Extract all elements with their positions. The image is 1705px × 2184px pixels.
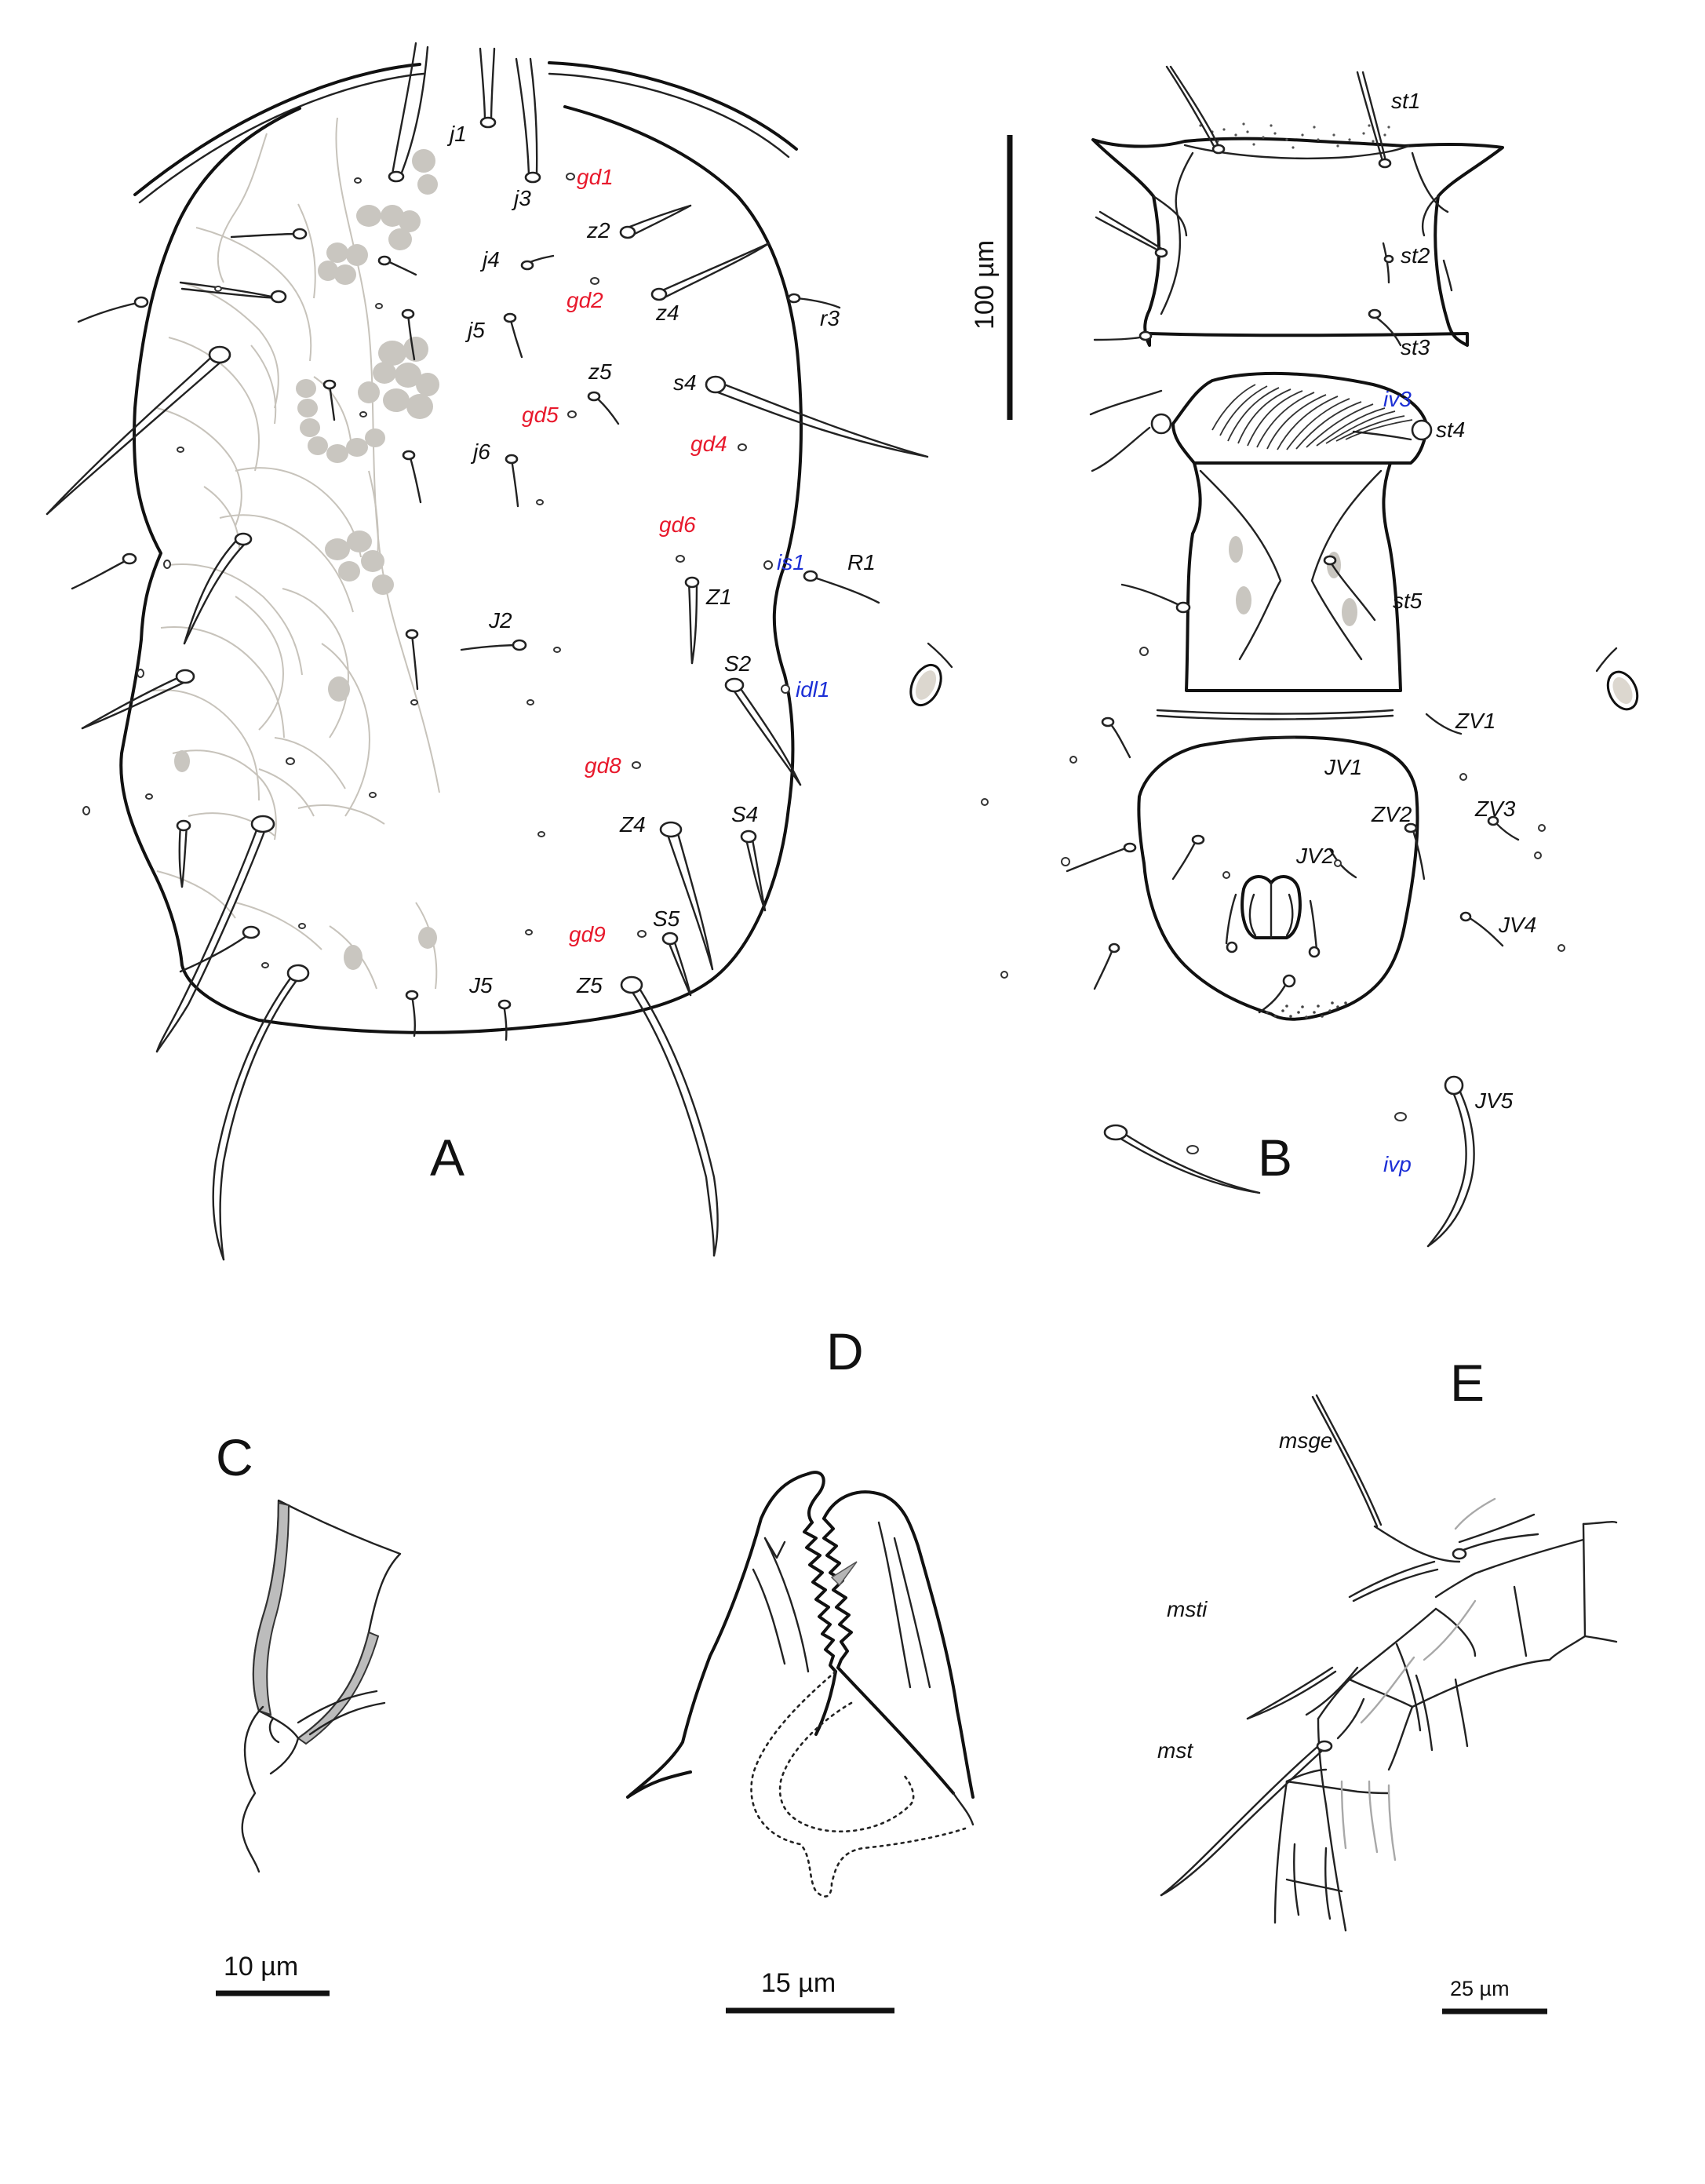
label-msge: msge bbox=[1279, 1428, 1332, 1453]
scale-label-15um: 15 µm bbox=[761, 1968, 836, 1998]
label-j3: j3 bbox=[511, 186, 531, 210]
label-z5: z5 bbox=[588, 359, 612, 384]
label-gd4: gd4 bbox=[690, 432, 727, 456]
label-j5: j5 bbox=[465, 318, 485, 342]
label-st4: st4 bbox=[1436, 417, 1465, 442]
label-Z1: Z1 bbox=[705, 585, 732, 609]
panel-b-labels: st1 st2 st3 iv3 st4 st5 ZV1 JV1 ZV2 ZV3 … bbox=[1295, 89, 1536, 1176]
reticulation-pattern bbox=[152, 117, 440, 990]
panel-label-e: E bbox=[1450, 1354, 1485, 1412]
label-JV4: JV4 bbox=[1498, 913, 1536, 937]
panel-c-structure: C 10 µm bbox=[216, 1428, 402, 1996]
dorsal-pores bbox=[82, 173, 790, 968]
label-r3: r3 bbox=[820, 306, 840, 330]
label-Z5: Z5 bbox=[576, 973, 603, 997]
label-JV5: JV5 bbox=[1474, 1088, 1514, 1113]
label-ZV3: ZV3 bbox=[1474, 797, 1516, 821]
panel-b-ventral-view: st1 st2 st3 iv3 st4 st5 ZV1 JV1 ZV2 ZV3 … bbox=[909, 65, 1639, 1248]
label-st3: st3 bbox=[1401, 335, 1430, 359]
label-JV2: JV2 bbox=[1295, 844, 1335, 868]
muscle-scars bbox=[174, 149, 439, 970]
panel-d-structure: D 15 µm bbox=[626, 1322, 975, 2014]
label-gd8: gd8 bbox=[585, 753, 621, 778]
label-ZV2: ZV2 bbox=[1371, 802, 1412, 826]
label-S2: S2 bbox=[724, 651, 752, 676]
label-is1: is1 bbox=[777, 550, 805, 574]
label-gd2: gd2 bbox=[567, 288, 603, 312]
label-gd6: gd6 bbox=[659, 512, 696, 537]
panel-a-dorsal-view: j1 j3 gd1 z2 j4 gd2 z4 r3 j5 z5 s4 gd5 g… bbox=[46, 42, 929, 1261]
label-J5: J5 bbox=[468, 973, 493, 997]
label-gd9: gd9 bbox=[569, 922, 606, 946]
label-s4: s4 bbox=[673, 370, 697, 395]
panel-label-a: A bbox=[430, 1128, 465, 1187]
label-idl1: idl1 bbox=[796, 677, 830, 702]
genital-shield-outline bbox=[1185, 461, 1402, 692]
label-st1: st1 bbox=[1391, 89, 1420, 113]
label-z4: z4 bbox=[655, 301, 679, 325]
scale-bar-100um: 100 µm bbox=[970, 135, 1013, 420]
label-J2: J2 bbox=[488, 608, 512, 633]
label-JV1: JV1 bbox=[1324, 755, 1362, 779]
scale-label-100um: 100 µm bbox=[970, 240, 1000, 330]
label-ivp: ivp bbox=[1383, 1152, 1412, 1176]
dorsal-shield-outline bbox=[119, 105, 803, 1034]
label-Z4: Z4 bbox=[619, 812, 646, 837]
label-gd1: gd1 bbox=[577, 165, 614, 189]
label-gd5: gd5 bbox=[522, 403, 559, 427]
dorsal-setae bbox=[46, 42, 929, 1261]
label-st2: st2 bbox=[1401, 243, 1430, 268]
label-S4: S4 bbox=[731, 802, 758, 826]
label-z2: z2 bbox=[586, 218, 610, 242]
label-iv3: iv3 bbox=[1383, 387, 1412, 411]
panel-a-labels: j1 j3 gd1 z2 j4 gd2 z4 r3 j5 z5 s4 gd5 g… bbox=[446, 122, 876, 997]
scale-label-10um: 10 µm bbox=[224, 1952, 298, 1982]
label-msti: msti bbox=[1167, 1597, 1208, 1621]
panel-label-d: D bbox=[826, 1322, 864, 1380]
label-S5: S5 bbox=[653, 906, 680, 931]
label-mst: mst bbox=[1157, 1738, 1193, 1763]
panel-label-c: C bbox=[216, 1428, 253, 1486]
scale-label-25um: 25 µm bbox=[1450, 1977, 1510, 2000]
label-j6: j6 bbox=[470, 439, 490, 464]
label-j4: j4 bbox=[479, 247, 500, 272]
panel-e-leg: E bbox=[1157, 1354, 1618, 2014]
label-ZV1: ZV1 bbox=[1455, 709, 1496, 733]
panel-label-b: B bbox=[1258, 1128, 1292, 1187]
sternal-shield-outline bbox=[1091, 137, 1504, 347]
label-j1: j1 bbox=[446, 122, 467, 146]
label-R1: R1 bbox=[847, 550, 876, 574]
label-st5: st5 bbox=[1393, 589, 1423, 613]
